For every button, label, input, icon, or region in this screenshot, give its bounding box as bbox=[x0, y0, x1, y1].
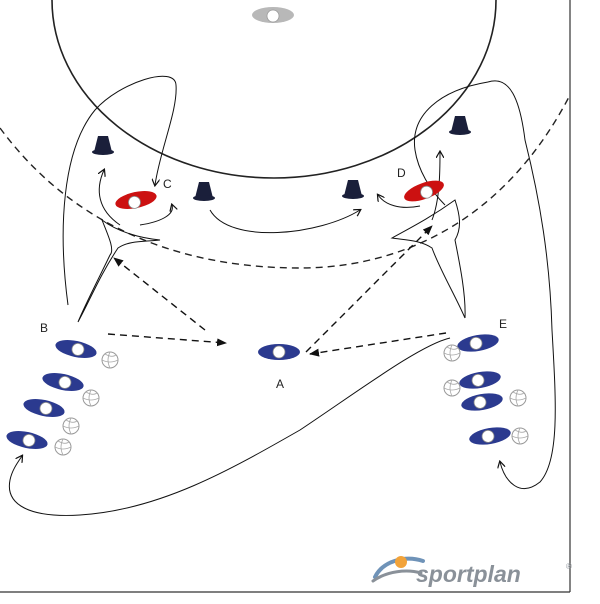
player-a bbox=[258, 344, 300, 360]
player-b-queue bbox=[6, 340, 97, 449]
logo-icon bbox=[371, 556, 425, 583]
pass-arrows bbox=[107, 225, 447, 357]
cone-icon bbox=[193, 182, 215, 201]
defender-c bbox=[115, 191, 157, 209]
ball-icons bbox=[54, 344, 529, 456]
movement-paths bbox=[8, 75, 556, 516]
label-a: A bbox=[276, 377, 284, 391]
logo-text: sportplan bbox=[416, 561, 521, 587]
player-e-queue bbox=[457, 334, 511, 445]
cone-icon bbox=[92, 136, 114, 155]
label-e: E bbox=[499, 317, 507, 331]
defender-d bbox=[404, 180, 444, 202]
label-c: C bbox=[163, 177, 172, 191]
label-b: B bbox=[40, 321, 48, 335]
goal-area-line bbox=[51, 0, 497, 179]
registered-mark: ® bbox=[566, 562, 572, 571]
cone-icon bbox=[342, 180, 364, 199]
sportplan-logo: sportplan ® bbox=[371, 556, 572, 587]
cone-icon bbox=[449, 116, 471, 135]
court-border bbox=[0, 0, 571, 593]
free-throw-line bbox=[0, 94, 571, 269]
goal-marker bbox=[252, 7, 294, 23]
label-d: D bbox=[397, 166, 406, 180]
